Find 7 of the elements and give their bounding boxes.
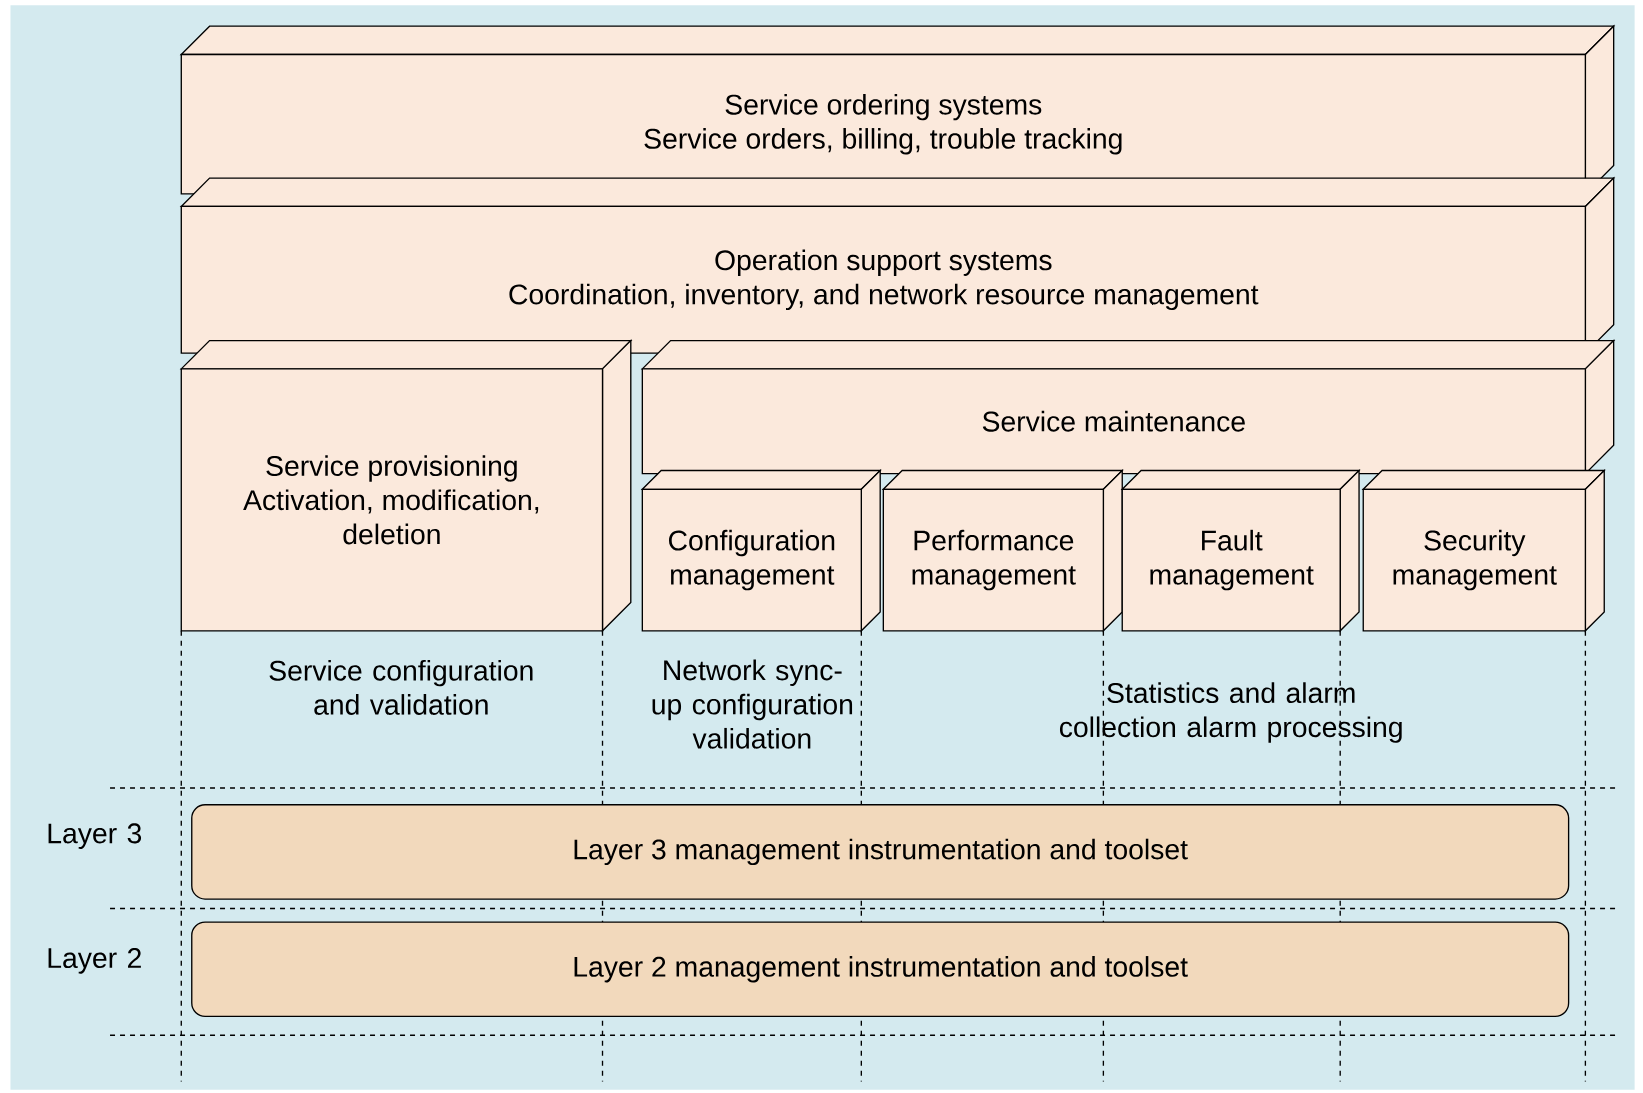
note-text: Service configuration and validation bbox=[269, 659, 533, 715]
note-text: Layer 2 bbox=[48, 948, 141, 974]
note-text: Statistics and alarm collection alarm processing bbox=[1060, 682, 1402, 743]
note-text: Layer 3 bbox=[48, 823, 142, 850]
note-text: Network sync-up configuration validation bbox=[652, 659, 853, 749]
layer-bar: Layer 3 management instrumentation and toolset bbox=[191, 804, 1570, 900]
layer-bar: Layer 2 management instrumentation and toolset bbox=[191, 921, 1570, 1018]
